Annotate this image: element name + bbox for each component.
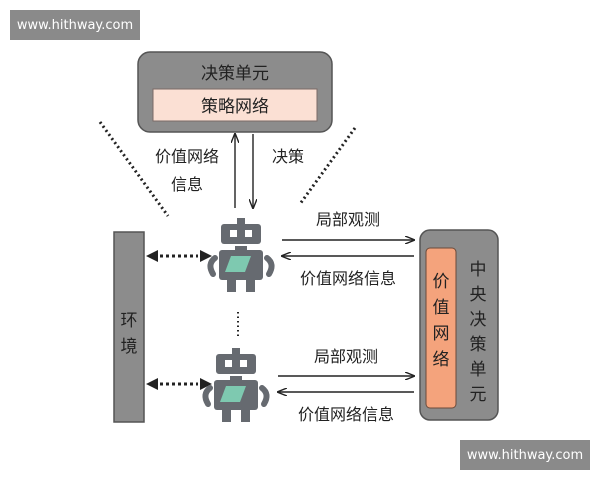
policy-network-label: 策略网络 bbox=[201, 97, 269, 117]
env-link-top-head-left bbox=[146, 250, 158, 262]
label-decision: 决策 bbox=[272, 147, 304, 166]
label-value-info-top: 价值网络信息 bbox=[300, 269, 396, 288]
value-network-char-1: 价 bbox=[433, 272, 450, 292]
decision-unit-title: 决策单元 bbox=[201, 64, 269, 84]
label-value-info-left-1: 价值网络 bbox=[155, 147, 219, 166]
env-link-bottom-head-right bbox=[200, 378, 212, 390]
value-network-char-4: 络 bbox=[433, 350, 450, 370]
watermark-bottom: www.hithway.com bbox=[460, 440, 590, 470]
value-network-char-2: 值 bbox=[433, 298, 450, 318]
central-unit-char-2: 央 bbox=[470, 285, 487, 305]
label-value-info-bottom: 价值网络信息 bbox=[298, 405, 394, 424]
value-network-box bbox=[425, 247, 457, 409]
policy-network-box bbox=[152, 88, 318, 122]
label-local-obs-bottom: 局部观测 bbox=[314, 347, 378, 366]
fan-line-right bbox=[298, 127, 357, 205]
label-value-info-left-2: 信息 bbox=[171, 175, 203, 194]
central-unit-char-3: 决 bbox=[470, 310, 487, 330]
central-unit-char-1: 中 bbox=[470, 260, 487, 280]
watermark-top: www.hithway.com bbox=[10, 10, 140, 40]
environment-char-2: 境 bbox=[121, 337, 138, 357]
label-local-obs-top: 局部观测 bbox=[316, 210, 380, 229]
environment-box bbox=[113, 231, 145, 423]
env-link-top-head-right bbox=[200, 250, 212, 262]
central-unit-char-5: 单 bbox=[470, 360, 487, 380]
fan-line-left bbox=[98, 121, 170, 217]
environment-char-1: 环 bbox=[121, 311, 138, 331]
env-link-bottom-head-left bbox=[146, 378, 158, 390]
central-unit-char-4: 策 bbox=[470, 335, 487, 355]
robot-agent-top bbox=[210, 218, 271, 292]
robot-agent-bottom bbox=[205, 348, 266, 422]
central-unit-char-6: 元 bbox=[470, 385, 487, 405]
value-network-char-3: 网 bbox=[433, 324, 450, 344]
